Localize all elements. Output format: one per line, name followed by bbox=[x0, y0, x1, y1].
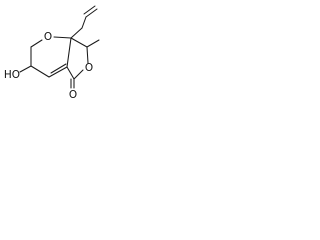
carbonyl-oxygen-label: O bbox=[69, 89, 77, 101]
bond-chme-lactone-o bbox=[86, 46, 89, 64]
bond-allyl-c1-c2 bbox=[70, 27, 83, 39]
bond-lactone-o-carbonylc bbox=[73, 69, 84, 80]
bond-ch-fusionc bbox=[48, 66, 68, 78]
bond-fusionc-quatc bbox=[66, 37, 72, 68]
bond-allyl-c3-c4 bbox=[85, 8, 98, 18]
bond-chme-methyl bbox=[86, 39, 100, 48]
bond-allyl-c3-c4-double bbox=[83, 5, 96, 15]
lactone-ring-oxygen-label: O bbox=[85, 62, 93, 74]
bond-quatc-ring-o bbox=[53, 36, 72, 39]
bond-choh-ch bbox=[30, 65, 50, 78]
ring-oxygen-label: O bbox=[44, 31, 52, 43]
bond-ring-o-ch2 bbox=[30, 39, 43, 48]
bond-choh-oh bbox=[19, 65, 32, 73]
bond-quatc-chme bbox=[70, 37, 88, 48]
bond-allyl-c2-c3 bbox=[81, 16, 87, 29]
hydroxyl-label: HO bbox=[4, 69, 20, 81]
molecule-structure: O O O HO bbox=[4, 5, 100, 101]
bond-ch-fusionc-double bbox=[50, 63, 67, 74]
bond-carbonylc-fusionc bbox=[66, 66, 75, 80]
